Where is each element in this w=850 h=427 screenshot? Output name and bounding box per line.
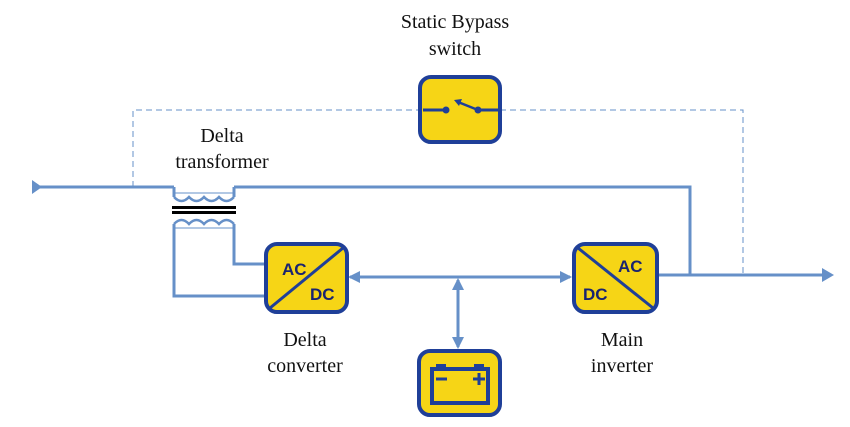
converter-label-line2: converter [267, 355, 343, 377]
converter-ac-label: AC [282, 260, 307, 279]
battery [417, 349, 502, 417]
converter-label-line1: Delta [283, 329, 326, 351]
main-line [234, 185, 692, 275]
converter-dc-label: DC [310, 285, 335, 304]
static-bypass-switch [418, 75, 502, 144]
delta-converter: AC DC [264, 242, 349, 314]
inverter-label-line1: Main [601, 329, 643, 351]
output-arrow-icon [822, 268, 834, 282]
transformer-label-line1: Delta [200, 125, 243, 147]
battery-icon [430, 364, 490, 405]
bypass-path-left [132, 109, 420, 187]
input-arrow-icon [32, 180, 42, 194]
bypass-label-line1: Static Bypass [401, 11, 510, 33]
delta-transformer-icon [172, 187, 266, 298]
transformer-label-line2: transformer [175, 151, 269, 173]
bypass-path-right [500, 109, 744, 275]
inverter-dc-label: DC [583, 285, 608, 304]
inverter-label-line2: inverter [591, 355, 654, 377]
inverter-ac-label: AC [618, 257, 643, 276]
bypass-label-line2: switch [429, 38, 481, 60]
switch-icon [423, 99, 498, 114]
main-inverter: AC DC [572, 242, 659, 314]
